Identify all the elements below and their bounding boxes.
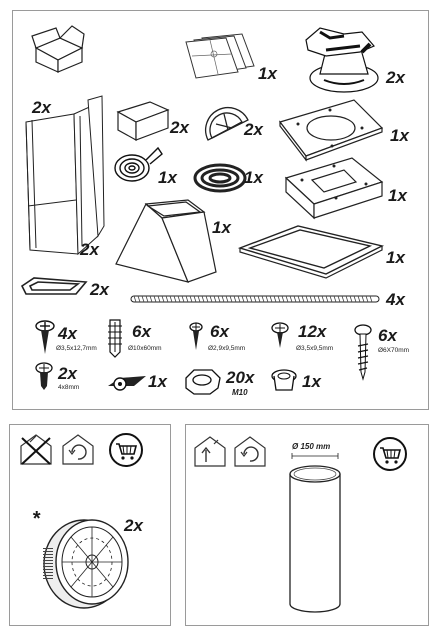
- recycle-arrow-house-icon: [234, 436, 266, 467]
- rolled-tape-qty: 1x: [158, 168, 177, 187]
- chimney-side-qty: 2x: [80, 240, 99, 259]
- round-filter-icon: [43, 519, 129, 609]
- box-icon: [31, 25, 85, 73]
- recycle-house-icon: [62, 434, 94, 465]
- screw-2-9x9-5-qty: 6x: [210, 322, 229, 341]
- air-outlet-flange-icon: [305, 27, 379, 93]
- lag-screw-spec: Ø6X70mm: [378, 347, 410, 354]
- shopping-cart-icon: [109, 433, 143, 467]
- threaded-rod-icon: [130, 295, 380, 303]
- cap-qty: 1x: [302, 372, 321, 391]
- wall-plug-icon: [108, 319, 122, 358]
- no-dishwasher-icon: [20, 434, 52, 465]
- bracket-block-icon: [116, 101, 170, 142]
- screw-4x8-qty: 2x: [58, 364, 77, 383]
- air-outlet-flange-qty: 2x: [386, 68, 405, 87]
- cap-icon: [271, 369, 297, 391]
- toggle-icon: [108, 376, 146, 391]
- screw-4x8-icon: [35, 362, 53, 390]
- nut-m10-qty: 20x: [226, 368, 255, 387]
- screw-2-9x9-5-spec: Ø2,9x9,5mm: [208, 345, 246, 352]
- round-plate-icon: [278, 99, 384, 162]
- small-gasket-qty: 2x: [90, 280, 109, 299]
- half-disc-valve-qty: 2x: [244, 120, 263, 139]
- gasket-coil-icon: [193, 163, 247, 193]
- tube-icon: [289, 453, 341, 613]
- chimney-adapter-qty: 1x: [212, 218, 231, 237]
- square-plate-icon: [284, 157, 384, 220]
- rolled-tape-icon: [114, 146, 163, 182]
- threaded-rod-qty: 4x: [386, 290, 405, 309]
- filter-asterisk: *: [32, 508, 40, 530]
- screw-3-5x9-5-icon: [271, 322, 289, 348]
- recycle-house-icon-2: [194, 436, 226, 467]
- screw-3-5x9-5-qty: 12x: [298, 322, 327, 341]
- screw-3-5x9-5-spec: Ø3,5x9,5mm: [296, 345, 334, 352]
- telescopic-chimney-icon: [25, 95, 105, 256]
- filter-qty: 2x: [124, 516, 143, 535]
- shopping-cart-icon-2: [373, 437, 407, 471]
- frame-gasket-qty: 1x: [386, 248, 405, 267]
- telescopic-chimney-qty: 2x: [32, 98, 51, 117]
- lag-screw-qty: 6x: [378, 326, 397, 345]
- small-gasket-icon: [20, 277, 88, 295]
- round-plate-qty: 1x: [390, 126, 409, 145]
- lag-screw-icon: [354, 324, 372, 381]
- frame-gasket-icon: [237, 225, 385, 279]
- wall-plug-qty: 6x: [132, 322, 151, 341]
- chimney-adapter-icon: [115, 199, 217, 283]
- square-plate-qty: 1x: [388, 186, 407, 205]
- template-sheets-qty: 1x: [258, 64, 277, 83]
- gasket-coil-qty: 1x: [244, 168, 263, 187]
- toggle-qty: 1x: [148, 372, 167, 391]
- screw-3-5x12-7-qty: 4x: [58, 324, 77, 343]
- screw-3-5x12-7-icon: [35, 320, 55, 354]
- screw-4x8-spec: 4x8mm: [58, 384, 80, 391]
- template-sheets-icon: [185, 33, 255, 79]
- wall-plug-spec: Ø10x60mm: [128, 345, 162, 352]
- tube-diameter-label: Ø 150 mm: [292, 442, 331, 451]
- screw-2-9x9-5-icon: [189, 322, 203, 350]
- bracket-block-qty: 2x: [170, 118, 189, 137]
- screw-3-5x12-7-spec: Ø3,5x12,7mm: [56, 345, 97, 352]
- half-disc-valve-icon: [205, 107, 249, 141]
- nut-m10-icon: [185, 369, 221, 395]
- nut-m10-spec: M10: [232, 388, 248, 397]
